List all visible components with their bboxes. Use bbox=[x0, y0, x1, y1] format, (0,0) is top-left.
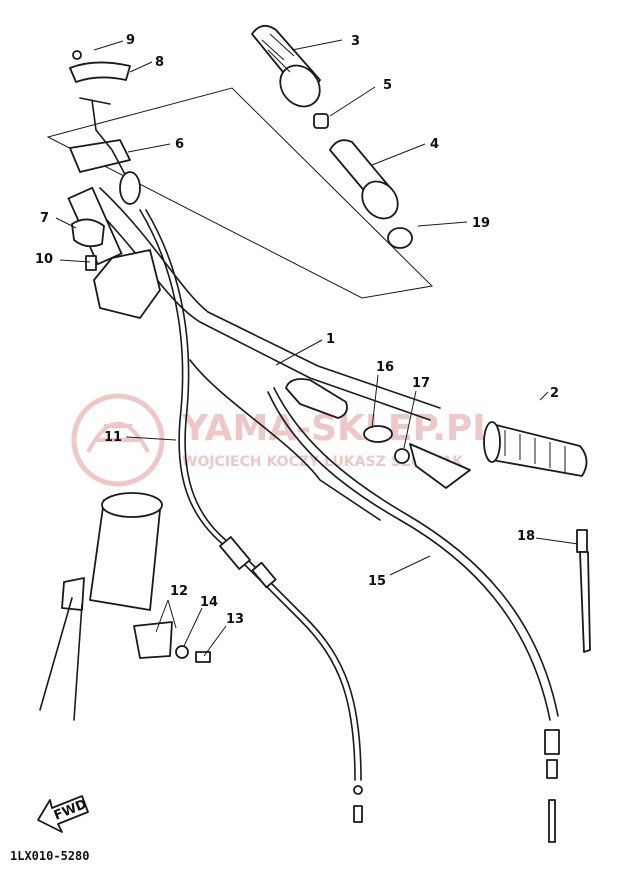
clutch-cable bbox=[267, 391, 551, 721]
callout-1: 1 bbox=[326, 332, 335, 347]
callout-10: 10 bbox=[35, 252, 53, 267]
clutch-lever bbox=[285, 378, 471, 489]
callout-2: 2 bbox=[550, 386, 559, 401]
callout-5: 5 bbox=[383, 78, 392, 93]
clutch-cable-outer bbox=[273, 387, 559, 717]
callout-19: 19 bbox=[472, 216, 490, 231]
collar bbox=[313, 113, 329, 129]
callout-3: 3 bbox=[351, 34, 360, 49]
throttle-cable bbox=[139, 209, 356, 781]
throttle-subassembly-frame bbox=[46, 87, 434, 299]
callout-16: 16 bbox=[376, 360, 394, 375]
fwd-arrow: FWD bbox=[37, 795, 89, 833]
callout-8: 8 bbox=[155, 55, 164, 70]
left-switch-housing bbox=[71, 218, 161, 319]
callout-4: 4 bbox=[430, 137, 439, 152]
washer bbox=[175, 645, 189, 659]
callout-11: 11 bbox=[104, 430, 122, 445]
bolt bbox=[195, 651, 211, 663]
callout-13: 13 bbox=[226, 612, 244, 627]
callout-15: 15 bbox=[368, 574, 386, 589]
callout-18: 18 bbox=[517, 529, 535, 544]
callout-9: 9 bbox=[126, 33, 135, 48]
callout-7: 7 bbox=[40, 211, 49, 226]
callout-6: 6 bbox=[175, 137, 184, 152]
ring bbox=[387, 227, 413, 249]
watermark-logo bbox=[71, 393, 165, 487]
holder bbox=[133, 621, 173, 659]
watermark-subtitle: WOJCIECH KOCZY LUKASZ SZOSTAK bbox=[182, 454, 464, 470]
throttle-housing bbox=[69, 50, 141, 205]
throttle-grip bbox=[251, 24, 321, 108]
right-grip bbox=[483, 421, 588, 477]
cable-tie bbox=[576, 529, 591, 653]
callout-numbers: 9 8 3 5 4 6 7 10 19 1 2 16 17 11 18 15 1… bbox=[35, 33, 559, 627]
callout-14: 14 bbox=[200, 595, 218, 610]
callout-17: 17 bbox=[412, 376, 430, 391]
cable-routing bbox=[189, 359, 381, 521]
throttle-tube bbox=[329, 139, 399, 220]
leader-lines bbox=[55, 39, 579, 657]
throttle-cable-outer bbox=[145, 209, 362, 781]
left-grip-tube bbox=[39, 492, 163, 721]
callout-12: 12 bbox=[170, 584, 188, 599]
drawing-code: 1LX010-5280 bbox=[10, 849, 89, 863]
